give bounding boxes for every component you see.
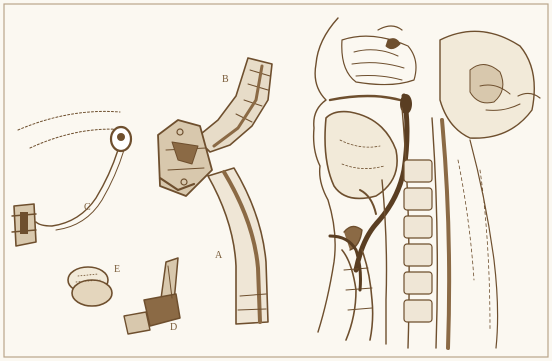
connector-cap bbox=[12, 204, 36, 246]
label-b: B bbox=[222, 74, 229, 85]
decannulation-plug-e bbox=[68, 267, 112, 306]
label-a: A bbox=[215, 250, 223, 261]
label-c: C bbox=[84, 202, 91, 213]
label-e: E bbox=[114, 264, 120, 275]
label-d: D bbox=[170, 322, 177, 333]
